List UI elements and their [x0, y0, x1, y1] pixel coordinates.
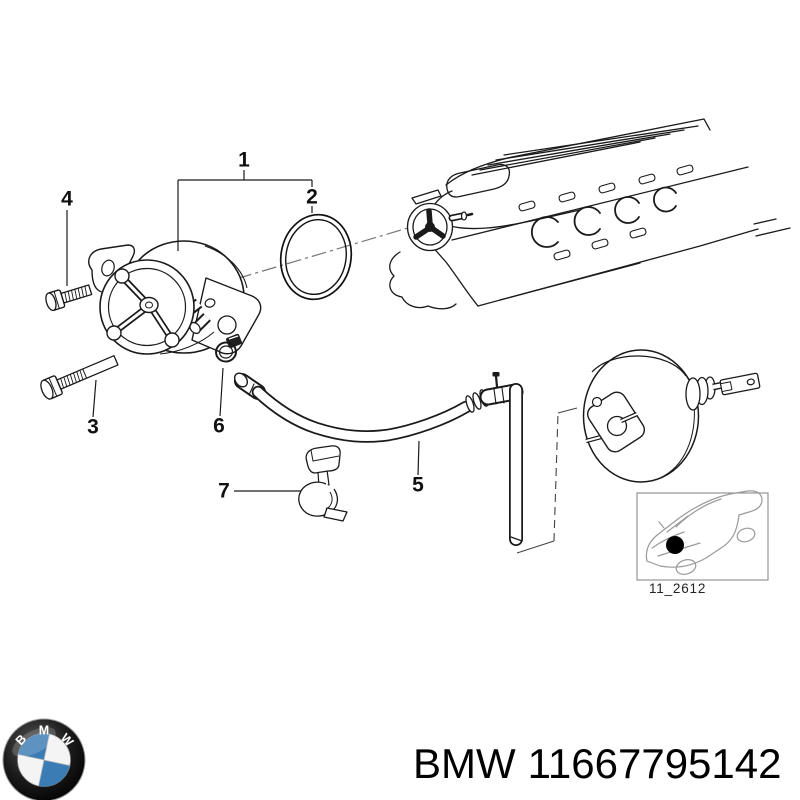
brake-booster-illustration [582, 349, 761, 483]
callout-4[interactable]: 4 [61, 187, 73, 211]
callout-5[interactable]: 5 [412, 473, 424, 497]
bolt-short-illustration [45, 284, 93, 312]
bolt-long-illustration [40, 355, 119, 400]
roundel-letter-m: M [39, 724, 49, 738]
vacuum-pump-illustration [88, 240, 262, 355]
hose-to-booster-link [516, 407, 578, 554]
location-dot [666, 536, 684, 554]
clamp-illustration [215, 333, 242, 363]
callout-2[interactable]: 2 [306, 185, 318, 209]
callout-3[interactable]: 3 [87, 415, 99, 439]
callout-7[interactable]: 7 [218, 479, 230, 503]
car-outline [645, 490, 763, 575]
thumbnail-caption: 11_2612 [649, 581, 707, 596]
part-number-text: 11667795142 [527, 740, 782, 787]
engine-illustration [389, 118, 791, 310]
bmw-roundel-logo: B M W [2, 718, 86, 800]
hose-illustration [233, 372, 524, 546]
callout-6[interactable]: 6 [213, 414, 225, 438]
centerline [211, 227, 409, 287]
callout-1[interactable]: 1 [238, 148, 250, 172]
callout-leaders [66, 170, 420, 492]
o-ring-illustration [279, 213, 353, 301]
holder-clip-illustration [298, 445, 348, 522]
car-location-thumbnail[interactable] [636, 490, 769, 581]
brand-text: BMW [413, 740, 516, 787]
